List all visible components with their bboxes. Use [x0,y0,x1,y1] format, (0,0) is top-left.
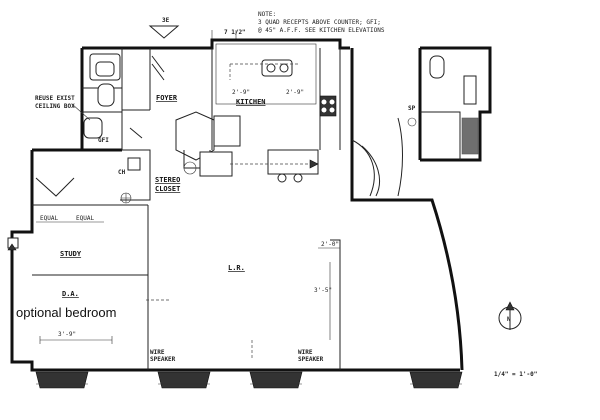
bath-door-swing [151,55,165,81]
foyer-door-swing [129,127,143,139]
equal-dim-2: EQUAL [76,215,94,222]
north-label: N [507,316,511,323]
top-width-ticks [211,30,237,40]
speaker-right-line1: WIRE [298,349,313,356]
breakfast-counter [230,149,319,183]
north-arrow-icon [505,301,515,311]
kitchen-dim-b: 2'-9" [286,89,304,96]
shower-icon [461,117,479,155]
right-vanity-icon [463,75,477,105]
speaker-right-line2: SPEAKER [298,356,324,363]
toilet-icon [97,83,115,107]
wire-speaker-right: WIRE SPEAKER [298,349,324,363]
lr-dim-a: 2'-0" [321,241,339,248]
study-area: EQUAL EQUAL STUDY [7,177,104,258]
reuse-ceiling-note: REUSE EXIST CEILING BOX [35,95,91,121]
ch-tag: CH [118,169,126,176]
scale-label: 1/4" = 1'-0" [494,371,537,378]
closet-cabinets [175,111,241,177]
speaker-left-line1: WIRE [150,349,165,356]
reuse-note-line1: REUSE EXIST [35,95,75,102]
speaker-left-line2: SPEAKER [150,356,176,363]
top-width-label: 7 1/2" [224,29,246,36]
closet-v-mark [35,177,75,197]
sink-icon [83,117,103,139]
optional-bedroom-label: optional bedroom [16,305,116,320]
study-label: STUDY [60,250,82,258]
left-bathroom: GFI [83,53,165,144]
kitchen-label: KITCHEN [236,98,266,106]
living-room-label: L.R. [228,264,245,272]
down-arrow-icon [148,25,180,39]
note-line-2: 3 QUAD RECEPTS ABOVE COUNTER; GFI; [258,19,381,26]
da-width-dim: 3'-9" [58,331,76,338]
foyer-label: FOYER [156,94,178,102]
note-line-3: @ 45" A.F.F. SEE KITCHEN ELEVATIONS [258,27,385,34]
equal-dim-1: EQUAL [40,215,58,222]
interior-walls [32,48,461,370]
window-bays [35,371,463,389]
outer-walls [10,38,492,372]
note-line-1: NOTE: [258,11,276,18]
kitchen-area: KITCHEN 2'-9" 2'-9" [215,43,337,117]
kitchen-dim-a: 2'-9" [232,89,250,96]
right-bathroom: SP [407,55,479,155]
range-icon [319,95,337,117]
dining-area-label: D.A. [62,290,79,298]
stereo-closet-label-2: CLOSET [155,185,180,193]
unit-ref-label: 3E [162,17,170,24]
wire-speaker-left: WIRE SPEAKER [150,349,176,363]
lr-dim-b: 3'-5" [314,287,332,294]
gfi-tag: GFI [98,137,109,144]
right-toilet-icon [429,55,445,79]
curved-partition [351,117,403,197]
kitchen-note: NOTE: 3 QUAD RECEPTS ABOVE COUNTER; GFI;… [258,11,385,34]
north-arrow: N [498,301,522,330]
stereo-closet-label-1: STEREO [155,176,180,184]
closet-fixture-icon [127,157,141,171]
da-dimension: 3'-9" [39,331,113,344]
lr-dimensions: 2'-0" 3'-5" [146,241,340,360]
reuse-note-line2: CEILING BOX [35,103,75,110]
triangle-marker-icon [7,243,17,251]
unit-reference-marker: 3E [148,17,180,39]
sp-tag: SP [408,105,416,112]
